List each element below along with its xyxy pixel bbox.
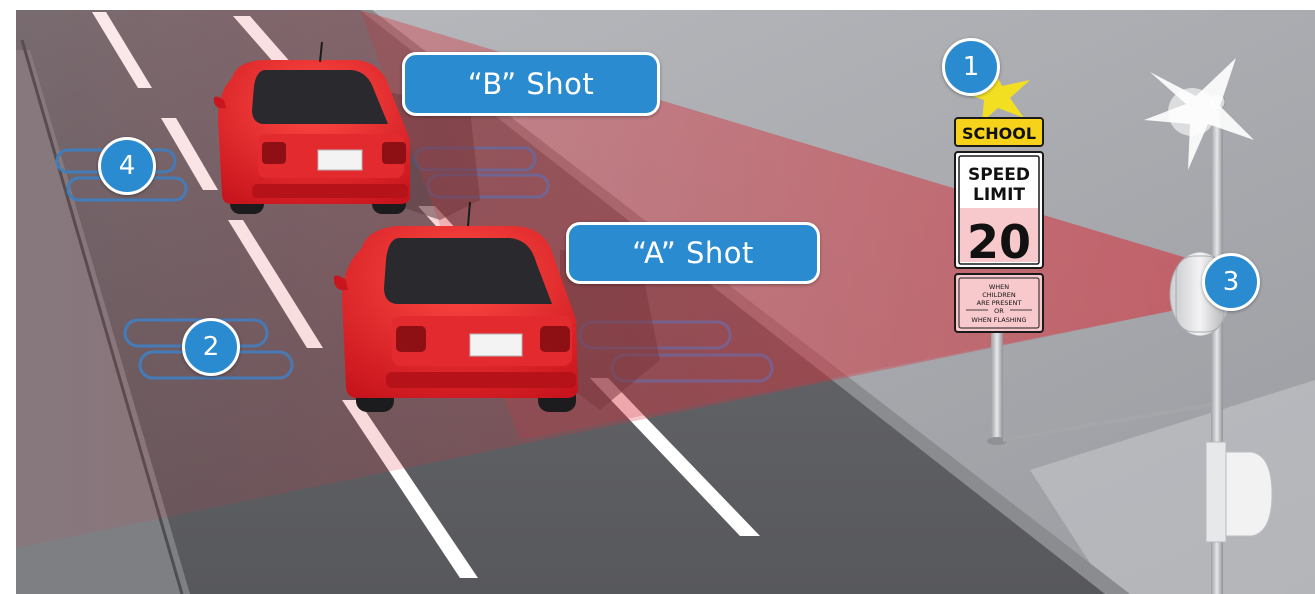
sign-speed-value: 20	[967, 215, 1031, 269]
badge-3: 3	[1202, 253, 1260, 311]
a-shot-label: “A” Shot	[566, 222, 820, 284]
sign-limit-text: LIMIT	[973, 185, 1025, 205]
badge-4: 4	[98, 137, 156, 195]
sign-school-text: SCHOOL	[962, 124, 1036, 143]
badge-1: 1	[942, 38, 1000, 96]
sign-when-line-5: WHEN FLASHING	[971, 316, 1026, 324]
control-cabinet	[1206, 442, 1272, 542]
sign-when-line-4: OR	[994, 307, 1004, 315]
sign-when-line-3: ARE PRESENT	[977, 299, 1022, 307]
sign-when-line-1: WHEN	[989, 283, 1009, 291]
sign-pole	[991, 320, 1003, 440]
badge-2: 2	[182, 318, 240, 376]
sign-speed-text: SPEED	[968, 165, 1030, 185]
sign-when-line-2: CHILDREN	[982, 291, 1016, 299]
b-shot-label: “B” Shot	[402, 52, 660, 116]
